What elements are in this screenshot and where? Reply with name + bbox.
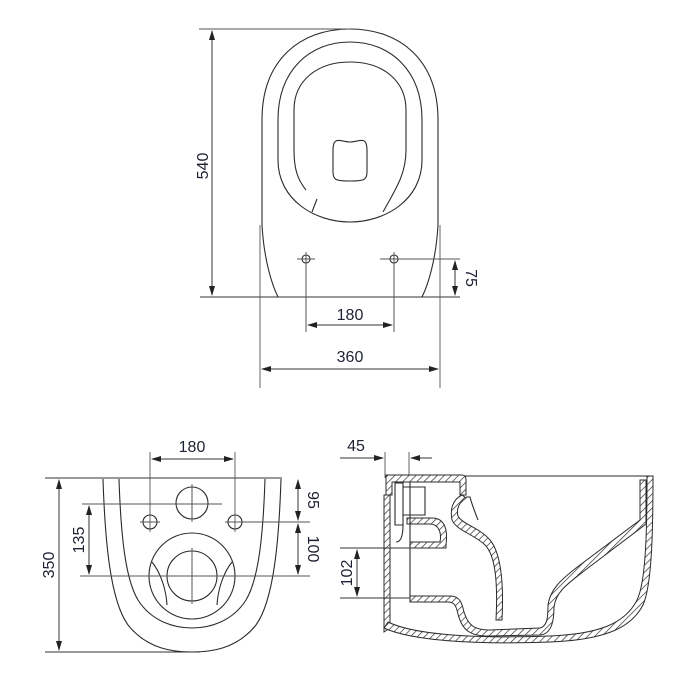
top-view-drain bbox=[332, 139, 368, 182]
rear-view: 180 350 135 95 100 bbox=[41, 439, 321, 653]
dim-540-label: 540 bbox=[195, 153, 212, 180]
bolt-hole-left bbox=[297, 252, 315, 332]
section-siphon bbox=[450, 494, 503, 621]
top-view: 540 75 180 360 bbox=[195, 28, 479, 388]
bolt-hole-right bbox=[380, 252, 460, 332]
dim-102-label: 102 bbox=[339, 560, 356, 587]
top-view-side-right bbox=[421, 224, 439, 298]
rear-view-inner-shell bbox=[118, 478, 266, 629]
dim-100-label: 100 bbox=[304, 536, 321, 563]
inlet-pipe bbox=[394, 482, 404, 526]
side-section-view: 45 102 bbox=[339, 438, 654, 644]
section-trap bbox=[409, 479, 647, 637]
dim-75-label: 75 bbox=[462, 269, 479, 287]
section-inlet-channel bbox=[406, 517, 448, 549]
dim-45-label: 45 bbox=[347, 438, 365, 455]
dim-180-rear-label: 180 bbox=[179, 439, 206, 456]
top-view-rim-tick bbox=[311, 198, 318, 213]
section-back-wall bbox=[383, 494, 391, 633]
dim-180-top-label: 180 bbox=[337, 307, 364, 324]
top-view-outer-outline bbox=[261, 28, 439, 225]
outlet-flange-right bbox=[216, 561, 233, 606]
top-view-rim bbox=[277, 41, 423, 223]
siphon-lip bbox=[466, 496, 479, 521]
inlet-housing bbox=[403, 486, 426, 516]
dim-350-label: 350 bbox=[41, 552, 58, 579]
section-outer-shell bbox=[383, 475, 654, 644]
section-top-wall bbox=[385, 474, 467, 496]
top-view-inner-bowl bbox=[293, 61, 407, 213]
dim-95-label: 95 bbox=[304, 491, 321, 509]
inlet-bend bbox=[395, 524, 404, 543]
dim-360-label: 360 bbox=[337, 349, 364, 366]
rear-view-outer-shell bbox=[102, 478, 282, 653]
dim-135-label: 135 bbox=[71, 527, 88, 554]
outlet-flange-left bbox=[151, 561, 168, 606]
top-view-side-left bbox=[261, 224, 279, 298]
